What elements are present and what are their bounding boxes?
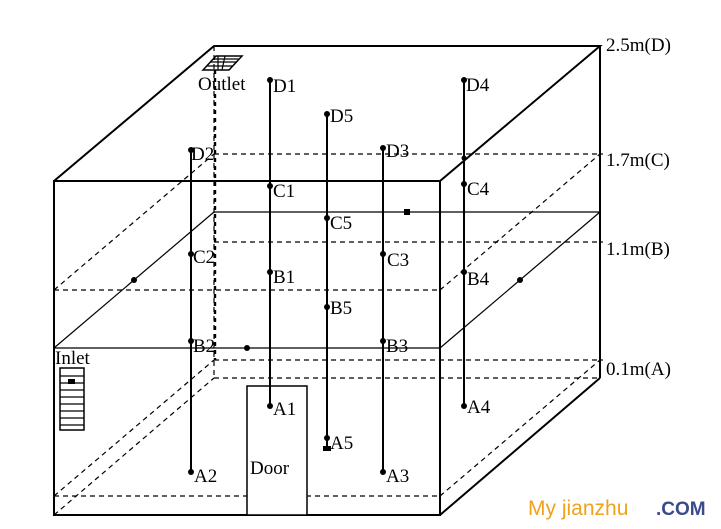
measurement-dots <box>131 77 523 475</box>
dot-a2 <box>188 469 194 475</box>
dot-d5 <box>324 111 330 117</box>
dot-d2 <box>188 147 194 153</box>
level-c-label: 1.7m(C) <box>606 150 670 171</box>
label-b4: B4 <box>467 269 490 290</box>
level-labels: 2.5m(D) 1.7m(C) 1.1m(B) 0.1m(A) <box>606 35 671 380</box>
dot-a3 <box>380 469 386 475</box>
label-b1: B1 <box>273 267 295 288</box>
label-d4: D4 <box>466 75 490 96</box>
inlet-label: Inlet <box>55 348 91 369</box>
label-c1: C1 <box>273 181 295 202</box>
point-labels: D1 C1 B1 A1 D2 C2 B2 A2 D3 C3 B3 A3 D4 C… <box>191 75 491 487</box>
label-b2: B2 <box>193 336 215 357</box>
level-a-label: 0.1m(A) <box>606 359 671 380</box>
label-b3: B3 <box>386 336 408 357</box>
level-d-label: 2.5m(D) <box>606 35 671 56</box>
level-guides <box>600 153 603 361</box>
dot-d3 <box>380 145 386 151</box>
plane-c <box>53 153 601 291</box>
level-b-label: 1.1m(B) <box>606 239 670 260</box>
label-c3: C3 <box>387 250 409 271</box>
dot-b5 <box>324 304 330 310</box>
dot-b3 <box>380 338 386 344</box>
pole-5-base <box>323 446 331 451</box>
inlet-vent <box>59 367 85 431</box>
watermark-part1: My jianzhu <box>528 497 628 520</box>
plane-marker-4 <box>517 277 523 283</box>
label-a5: A5 <box>330 433 353 454</box>
label-d2: D2 <box>191 144 214 165</box>
top-face-edge <box>53 45 603 182</box>
label-d3: D3 <box>386 141 409 162</box>
label-b5: B5 <box>330 298 352 319</box>
plane-marker-1 <box>131 277 137 283</box>
dot-a5 <box>324 435 330 441</box>
dot-c2 <box>188 251 194 257</box>
label-c5: C5 <box>330 213 352 234</box>
dot-c1 <box>267 183 273 189</box>
dot-a1 <box>267 403 273 409</box>
plane-marker-3 <box>404 209 410 215</box>
dot-c4 <box>461 181 467 187</box>
hidden-left-bottom <box>53 377 215 516</box>
outlet-label: Outlet <box>198 74 246 95</box>
watermark: My jianzhu .COM <box>528 497 706 520</box>
dot-c5 <box>324 215 330 221</box>
dot-a4 <box>461 403 467 409</box>
label-a4: A4 <box>467 397 491 418</box>
door-label: Door <box>250 458 290 479</box>
dot-b4 <box>461 269 467 275</box>
dot-d4 <box>461 77 467 83</box>
label-d5: D5 <box>330 106 353 127</box>
label-a3: A3 <box>386 466 409 487</box>
label-a1: A1 <box>273 399 296 420</box>
watermark-part2: .COM <box>656 499 706 520</box>
label-c2: C2 <box>193 247 215 268</box>
dot-b1 <box>267 269 273 275</box>
bottom-right-edge <box>439 377 601 516</box>
label-c4: C4 <box>467 179 490 200</box>
plane-marker-5 <box>461 155 467 161</box>
label-a2: A2 <box>194 466 217 487</box>
door <box>246 385 308 516</box>
dot-c3 <box>380 251 386 257</box>
dot-d1 <box>267 77 273 83</box>
plane-marker-2 <box>244 345 250 351</box>
outlet-vent <box>201 55 244 71</box>
dot-b2 <box>188 338 194 344</box>
label-d1: D1 <box>273 76 296 97</box>
measurement-poles <box>190 80 465 472</box>
